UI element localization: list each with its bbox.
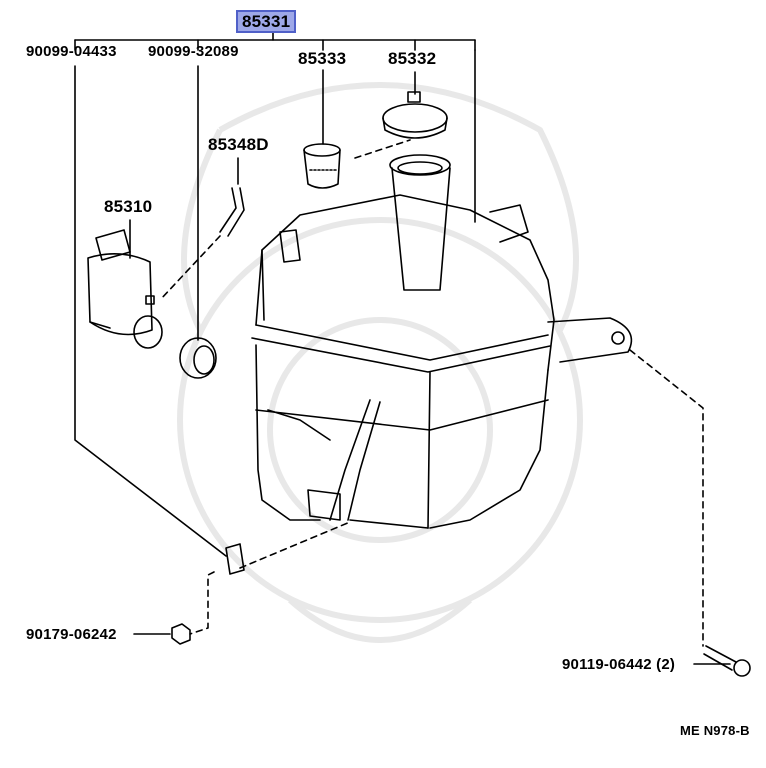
- strainer-part: [303, 143, 341, 189]
- grommet-part: [179, 337, 217, 379]
- bolt-part: [703, 645, 751, 677]
- part-number-bolt-left[interactable]: 90099-04433: [26, 43, 117, 60]
- cap-part: [382, 91, 448, 139]
- assembly-part-number[interactable]: 85331: [236, 10, 297, 33]
- washer-tank: [251, 154, 633, 529]
- dashed-lines: [159, 139, 704, 647]
- hose-part: [219, 187, 245, 237]
- mount-ear: [489, 204, 529, 243]
- part-number-nut[interactable]: 90179-06242: [26, 626, 117, 643]
- nut-part: [171, 623, 191, 645]
- part-number-cap[interactable]: 85332: [388, 49, 437, 68]
- watermark-emblem: [177, 82, 583, 643]
- pump-part: [87, 229, 163, 349]
- clip-part: [225, 543, 245, 575]
- assembly-bracket: [74, 29, 476, 223]
- part-number-hose[interactable]: 85348D: [208, 135, 269, 154]
- filler-neck: [391, 167, 451, 291]
- part-number-strainer[interactable]: 85333: [298, 49, 347, 68]
- part-number-grommet[interactable]: 90099-32089: [148, 43, 239, 60]
- leader-bolt-left: [74, 65, 227, 557]
- part-number-bolt-right[interactable]: 90119-06442 (2): [562, 656, 676, 673]
- diagram-code: ME N978-B: [680, 723, 750, 738]
- part-number-pump[interactable]: 85310: [104, 197, 153, 216]
